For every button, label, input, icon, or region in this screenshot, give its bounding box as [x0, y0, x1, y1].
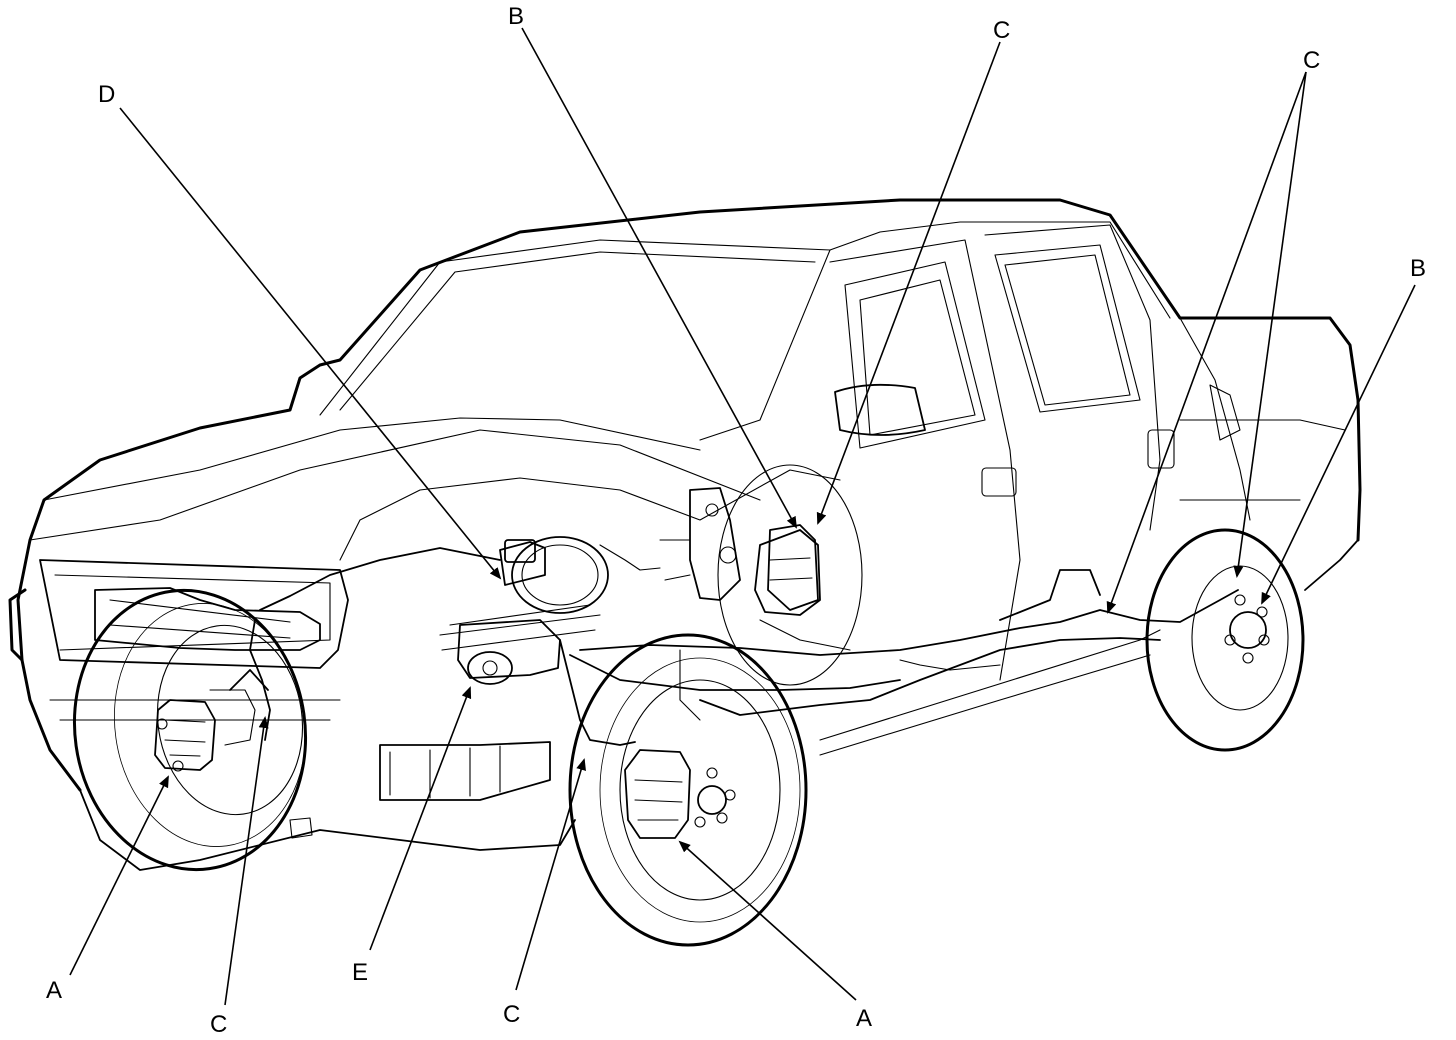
callout-e-modulator: E [352, 959, 368, 986]
front-left-caliper [154, 689, 256, 772]
callout-b-rear: B [1410, 255, 1426, 282]
callout-c-pedal-area: C [993, 17, 1010, 44]
rear-left-wheel [717, 464, 863, 686]
callout-c-rear-1: C [1303, 47, 1320, 74]
callout-b-parking-cable: B [508, 3, 524, 30]
brake-booster-master-cylinder [499, 536, 661, 614]
front-left-wheel [72, 588, 308, 872]
callout-labels: A C E C A D B C C B [46, 3, 1426, 1038]
front-right-caliper [624, 749, 736, 839]
callout-c-front-right-hose: C [503, 1001, 520, 1028]
abs-modulator-unit [439, 604, 601, 685]
callout-c-front-left-hose: C [210, 1011, 227, 1038]
callout-a-front-left: A [46, 977, 62, 1004]
truck-body [8, 198, 1362, 871]
pedal-bracket-assembly [659, 487, 819, 611]
leader-lines [69, 27, 1416, 1006]
front-right-wheel [568, 633, 808, 947]
callout-a-front-right: A [856, 1005, 872, 1032]
rear-right-wheel [1145, 528, 1305, 752]
callout-d-master-cylinder: D [98, 81, 115, 108]
brake-lines [229, 547, 1239, 746]
